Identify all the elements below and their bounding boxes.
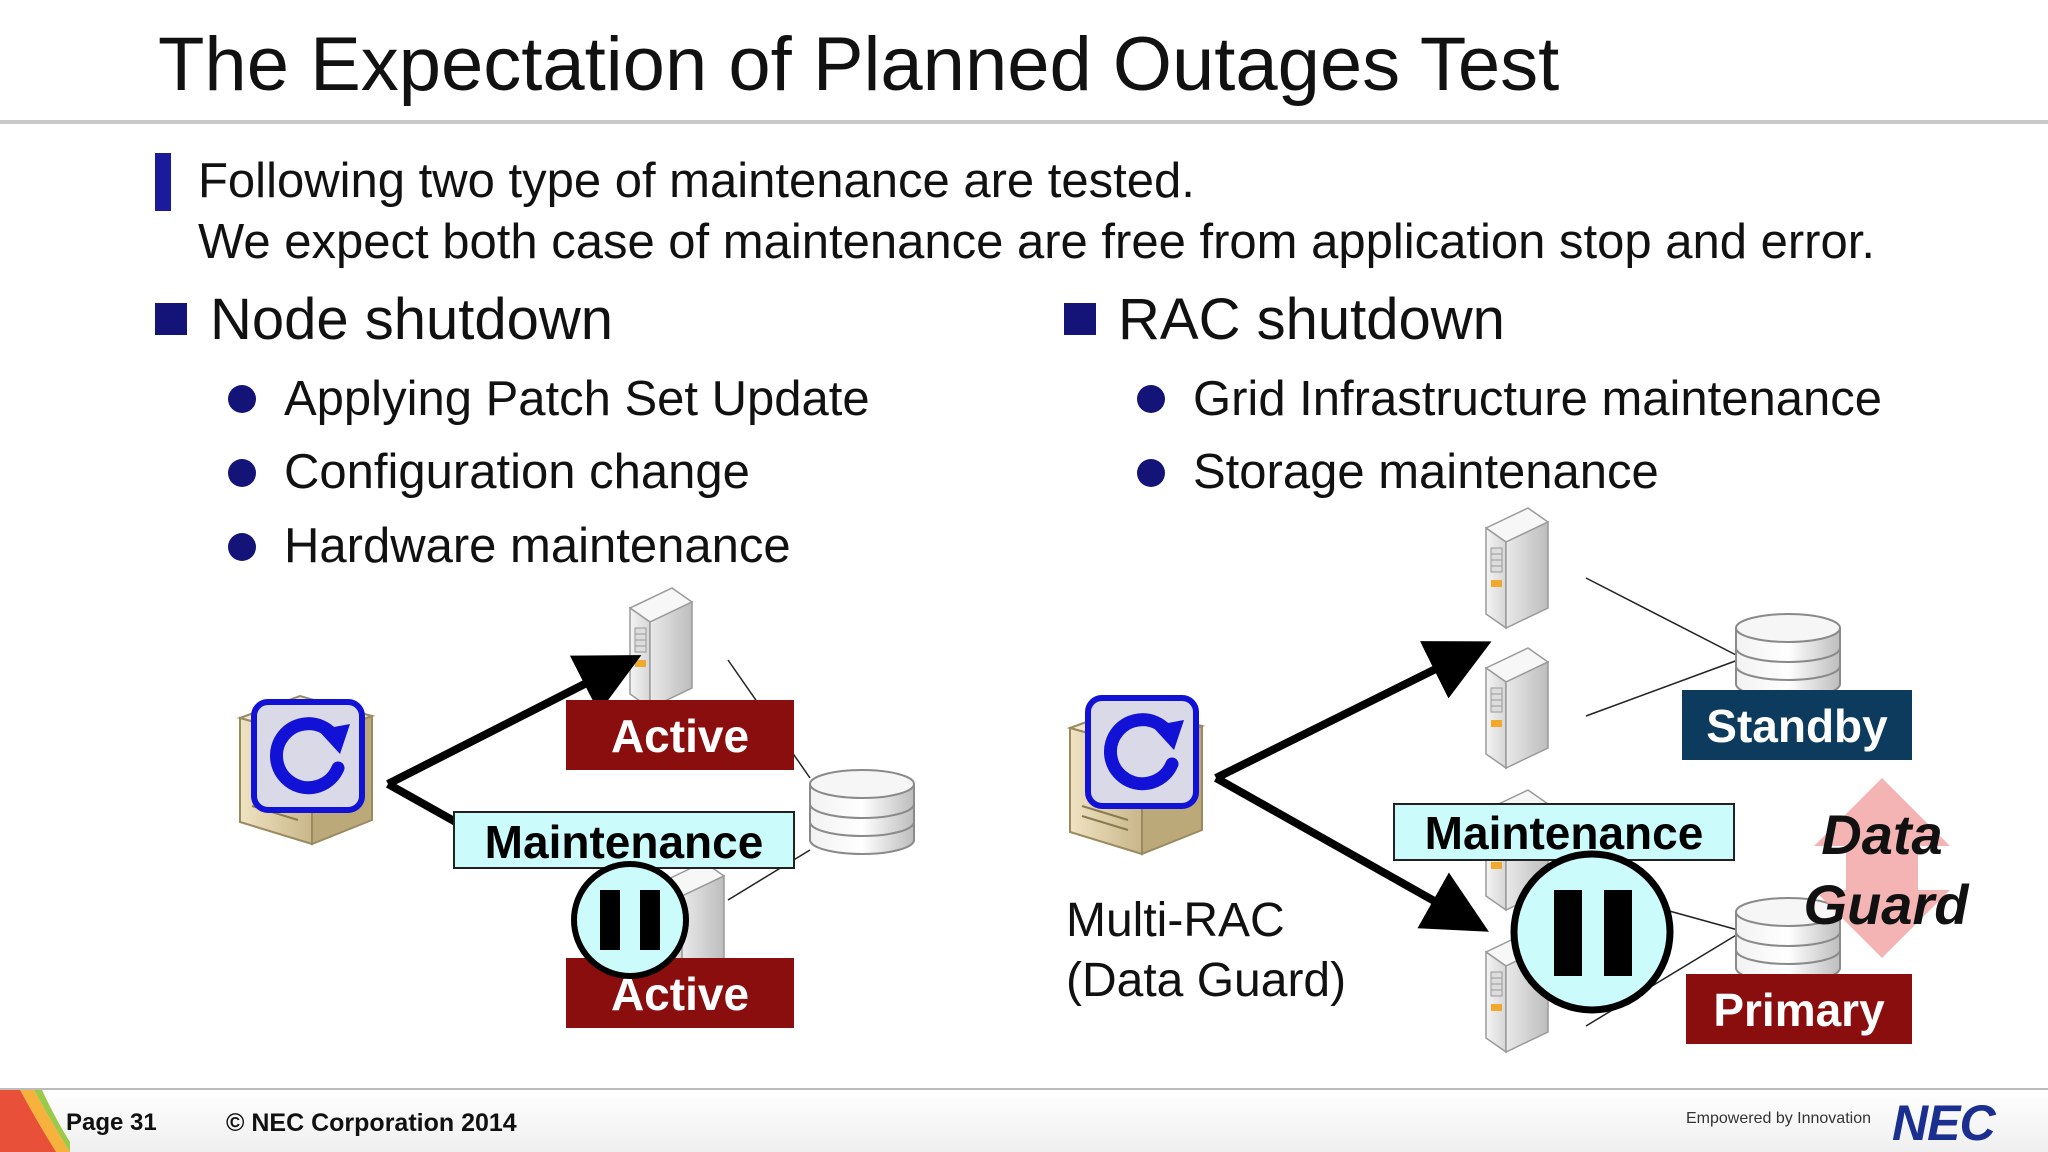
- bullet-dot: [1137, 385, 1165, 413]
- node-shutdown-heading: Node shutdown: [210, 287, 614, 352]
- left-active-top-label: Active: [611, 710, 749, 762]
- standby-badge: [1682, 690, 1912, 760]
- node-shutdown-marker: [155, 303, 187, 335]
- right-maintenance-badge: [1393, 803, 1735, 861]
- bullet-dot: [1137, 459, 1165, 487]
- data-guard-label-2: Guard: [1804, 873, 1971, 936]
- title-divider: [0, 120, 2048, 124]
- footer-divider: [0, 1088, 2048, 1090]
- page-title: The Expectation of Planned Outages Test: [158, 22, 1560, 107]
- nec-logo: NEC: [1892, 1095, 1996, 1151]
- sync-icon: [254, 702, 362, 810]
- sync-icon: [1088, 698, 1196, 806]
- node-item-1: Applying Patch Set Update: [284, 372, 870, 426]
- page-number: Page 31: [66, 1109, 157, 1136]
- bullet-dot: [228, 385, 256, 413]
- copyright: © NEC Corporation 2014: [226, 1109, 517, 1137]
- bullet-dot: [228, 533, 256, 561]
- left-active-top-badge: [566, 700, 794, 770]
- rac-item-1: Grid Infrastructure maintenance: [1193, 372, 1883, 426]
- standby-label: Standby: [1706, 700, 1888, 752]
- multi-rac-caption-1: Multi-RAC: [1066, 894, 1285, 947]
- intro-line-1: Following two type of maintenance are te…: [198, 154, 1195, 208]
- node-item-2: Configuration change: [284, 445, 750, 499]
- left-server-top-icon: [629, 587, 693, 709]
- rac-shutdown-marker: [1064, 303, 1096, 335]
- tagline: Empowered by Innovation: [1686, 1110, 1871, 1127]
- node-item-3: Hardware maintenance: [284, 519, 791, 573]
- primary-badge: [1686, 974, 1912, 1044]
- primary-label: Primary: [1713, 984, 1885, 1036]
- left-app-server: [239, 695, 373, 845]
- footer-swoosh-icon: [0, 1090, 70, 1152]
- rac-shutdown-heading: RAC shutdown: [1118, 287, 1505, 352]
- left-db-icon: [809, 769, 915, 855]
- left-pause-icon: [571, 861, 689, 979]
- data-guard-label-1: Data: [1821, 803, 1942, 866]
- intro-line-2: We expect both case of maintenance are f…: [198, 215, 1875, 269]
- right-app-server: [1069, 698, 1203, 855]
- right-maintenance-label: Maintenance: [1425, 807, 1704, 859]
- bullet-dot: [228, 459, 256, 487]
- footer-band: [0, 1090, 2048, 1152]
- intro-marker: [155, 153, 171, 211]
- multi-rac-caption-2: (Data Guard): [1066, 954, 1346, 1007]
- standby-db-icon: [1735, 613, 1841, 699]
- rac-item-2: Storage maintenance: [1193, 445, 1659, 499]
- right-pause-icon: [1510, 850, 1674, 1014]
- data-guard-arrow: [1814, 778, 1950, 958]
- left-maintenance-label: Maintenance: [485, 816, 764, 868]
